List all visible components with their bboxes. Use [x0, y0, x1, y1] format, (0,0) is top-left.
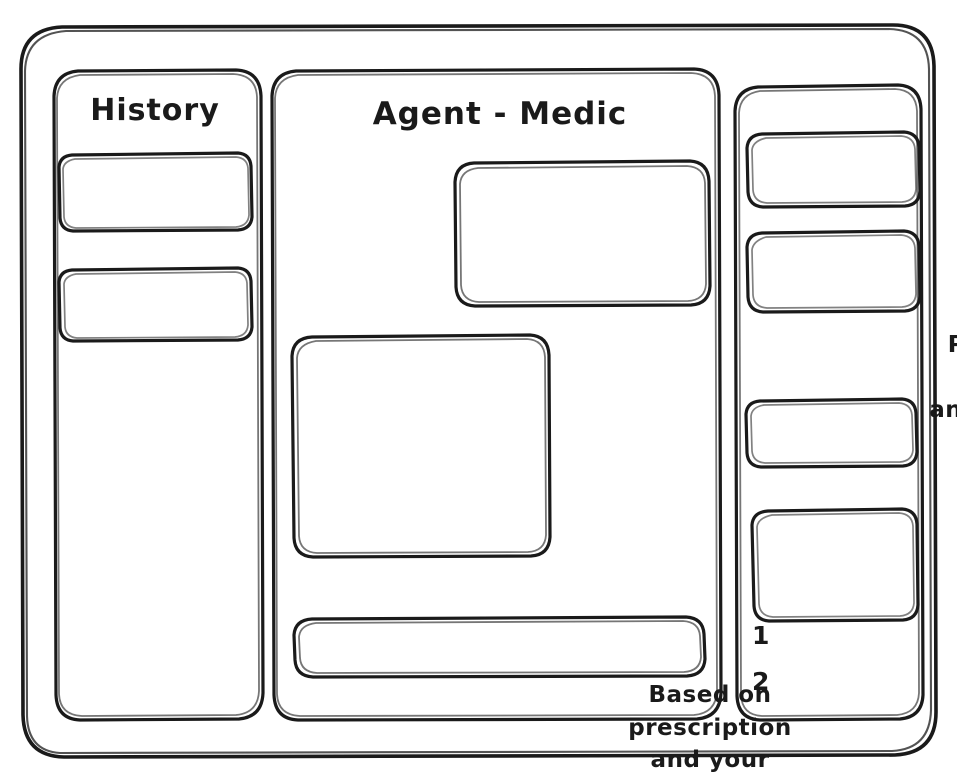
assistant-message-text: Based on prescription and your health, y…	[628, 682, 792, 774]
doc-source-item-2[interactable]: 2	[752, 667, 770, 696]
history-list-item[interactable]	[59, 153, 253, 232]
tool-chip-doc-source[interactable]: Doc source	[752, 509, 918, 621]
tool-chip-ocr[interactable]: OCR	[747, 231, 920, 312]
assistant-message-bubble: Based on prescription and your health, y…	[292, 335, 791, 773]
history-list-item[interactable]	[59, 268, 253, 342]
message-input[interactable]	[296, 620, 702, 675]
tool-chip-params[interactable]: params	[746, 399, 917, 467]
tool-chip-llm[interactable]: LLM	[747, 132, 920, 208]
history-panel-title: History	[90, 93, 220, 128]
agent-panel-title: Agent - Medic	[372, 96, 628, 132]
doc-source-item-1[interactable]: 1	[752, 621, 770, 650]
user-message-bubble: Pls check the prescription and recommend	[455, 161, 957, 423]
user-message-text: Pls check the prescription and recommend	[929, 332, 957, 424]
